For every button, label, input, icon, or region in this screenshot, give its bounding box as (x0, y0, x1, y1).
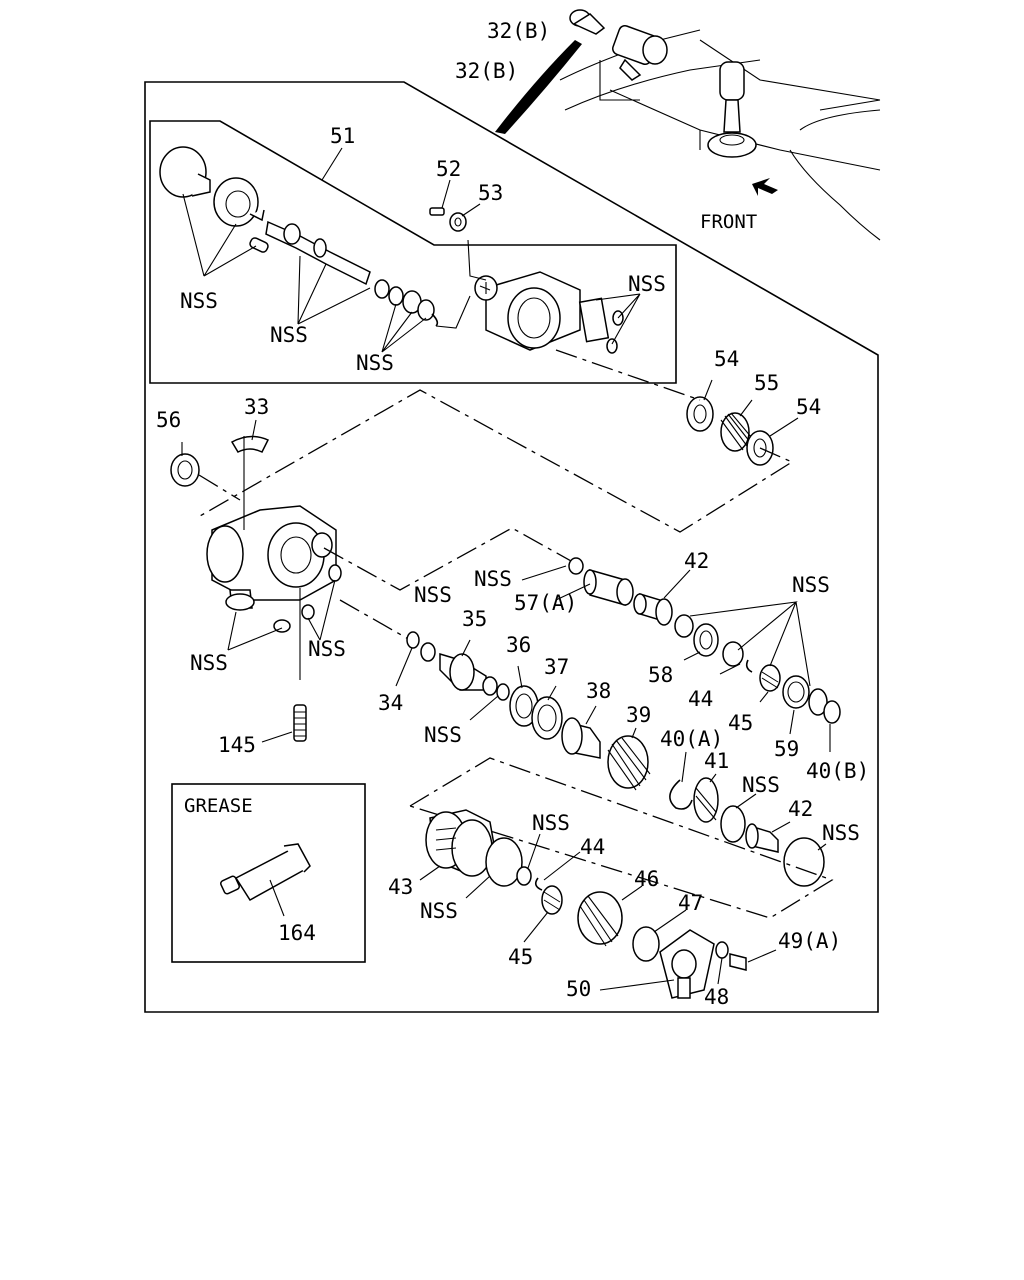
outer-frame (144, 81, 879, 1013)
label-nss: NSS (628, 272, 666, 296)
spring-and-washers-54-55 (199, 349, 799, 533)
label-45: 45 (728, 711, 753, 735)
grease-tube-icon (220, 843, 311, 917)
label-44: 44 (580, 835, 605, 859)
main-cylinder-body (170, 419, 581, 743)
callout-labels: 32(B) 32(B) FRONT 51 52 53 NSS NSS NSS N… (156, 19, 869, 1009)
label-nss: NSS (308, 637, 346, 661)
label-nss: NSS (420, 899, 458, 923)
lower-piston-row (409, 757, 834, 999)
label-52: 52 (436, 157, 461, 181)
label-36: 36 (506, 633, 531, 657)
front-arrow-icon (752, 178, 778, 196)
label-32b-top: 32(B) (487, 19, 550, 43)
label-42: 42 (788, 797, 813, 821)
upper-piston-row (521, 557, 841, 752)
label-nss: NSS (356, 351, 394, 375)
label-48: 48 (704, 985, 729, 1009)
label-145: 145 (218, 733, 256, 757)
label-54: 54 (796, 395, 821, 419)
label-49a: 49(A) (778, 929, 841, 953)
label-nss: NSS (742, 773, 780, 797)
label-53: 53 (478, 181, 503, 205)
sub-assembly-51-parts (159, 146, 624, 354)
label-51: 51 (330, 124, 355, 148)
label-nss: NSS (190, 651, 228, 675)
label-34: 34 (378, 691, 403, 715)
label-50: 50 (566, 977, 591, 1001)
label-57a: 57(A) (514, 591, 577, 615)
label-55: 55 (754, 371, 779, 395)
label-37: 37 (544, 655, 569, 679)
label-32b: 32(B) (455, 59, 518, 83)
label-nss: NSS (414, 583, 452, 607)
label-nss: NSS (180, 289, 218, 313)
label-33: 33 (244, 395, 269, 419)
label-39: 39 (626, 703, 651, 727)
label-40a: 40(A) (660, 727, 723, 751)
label-44: 44 (688, 687, 713, 711)
label-58: 58 (648, 663, 673, 687)
label-nss: NSS (270, 323, 308, 347)
label-42: 42 (684, 549, 709, 573)
label-35: 35 (462, 607, 487, 631)
label-38: 38 (586, 679, 611, 703)
label-164: 164 (278, 921, 316, 945)
label-grease: GREASE (184, 795, 253, 817)
label-59: 59 (774, 737, 799, 761)
label-front: FRONT (700, 211, 757, 233)
sub-assembly-51-leaders (182, 147, 641, 353)
label-nss: NSS (424, 723, 462, 747)
label-54: 54 (714, 347, 739, 371)
label-nss: NSS (822, 821, 860, 845)
middle-piston-row (395, 631, 827, 887)
vehicle-context-illustration (495, 9, 881, 241)
label-40b: 40(B) (806, 759, 869, 783)
label-43: 43 (388, 875, 413, 899)
label-56: 56 (156, 408, 181, 432)
label-46: 46 (634, 867, 659, 891)
label-nss: NSS (792, 573, 830, 597)
label-47: 47 (678, 891, 703, 915)
sub-assembly-51-frame (149, 120, 677, 384)
label-45: 45 (508, 945, 533, 969)
label-nss: NSS (474, 567, 512, 591)
label-nss: NSS (532, 811, 570, 835)
label-41: 41 (704, 749, 729, 773)
grease-box (171, 783, 366, 963)
